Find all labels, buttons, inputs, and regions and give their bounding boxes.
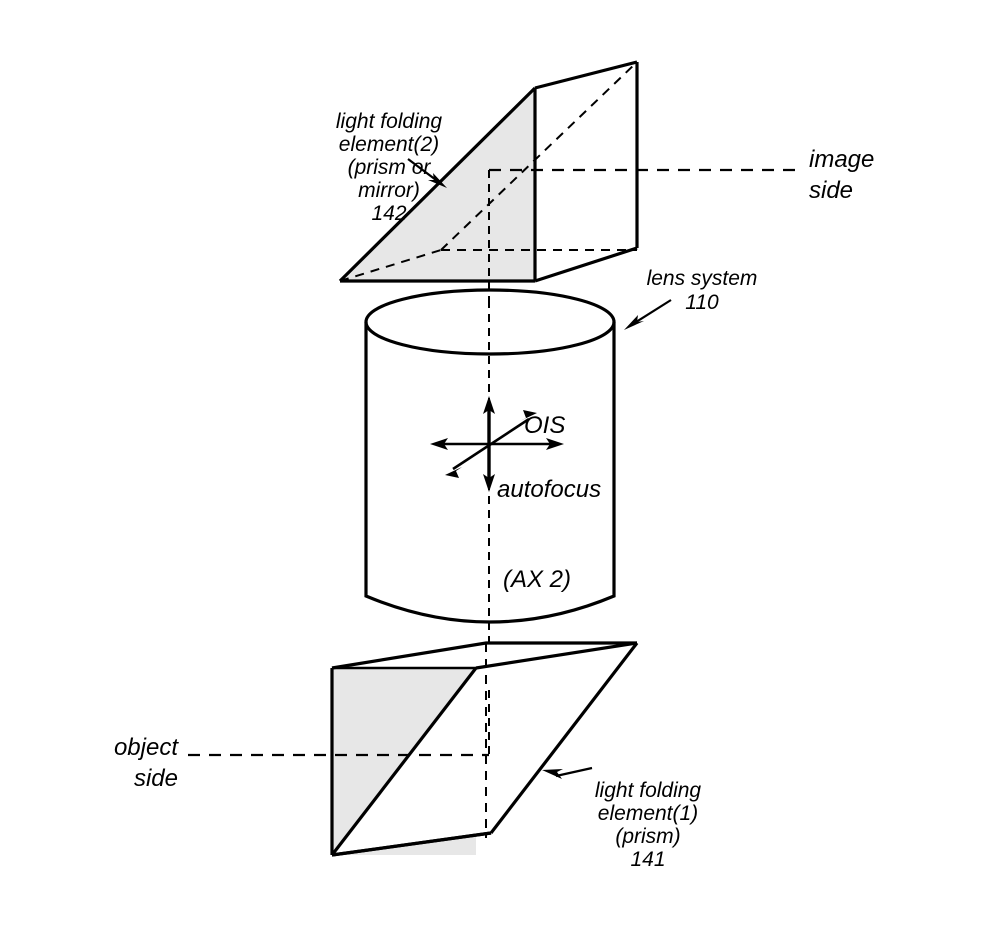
upper-prism-hypotenuse [338,86,537,283]
ois-autofocus-arrows: OIS autofocus [430,396,601,503]
ois-arrowhead-upper-right [520,410,537,421]
lens-system-label-group: lens system 110 [624,267,757,330]
upper-element-label-line4: mirror) [358,179,420,202]
upper-element-label-ref: 142 [371,202,406,225]
lens-system-label-line1: lens system [647,267,758,290]
lower-prism-right-slant-edge [489,642,639,834]
ois-arrowhead-right [546,438,564,450]
lower-prism-diagonal [330,667,478,856]
lens-system-leader-line [632,299,672,325]
axis-label-ax2: (AX 2) [503,566,571,593]
ois-label: OIS [524,412,565,439]
upper-element-label-group: light folding element(2) (prism or mirro… [336,110,447,225]
cylinder-top-ellipse [364,288,616,356]
ois-arrowhead-lower-left [445,467,462,478]
lower-element-label-line3: (prism) [615,825,680,848]
upper-element-label-line1: light folding [336,110,443,133]
object-side-label-line1: object [114,734,179,761]
lower-prism-top-right-edge [475,641,638,670]
object-side-label-group: object side [114,734,179,792]
object-side-axis-group [188,690,490,757]
image-side-label-group: image side [809,146,874,204]
lower-prism-bottom-right-edge [331,831,492,857]
lower-prism-right-face [332,643,637,855]
upper-element-leader-arrowhead [428,173,447,188]
lens-system-leader-arrowhead [624,315,644,330]
ois-arrowhead-left [430,438,448,450]
lower-prism-group [330,641,639,857]
lower-element-label-group: light folding element(1) (prism) 141 [542,766,702,871]
autofocus-label: autofocus [497,476,601,503]
image-side-label-line1: image [809,146,874,173]
cylinder-body [364,322,616,624]
lower-prism-top-face [332,643,637,668]
ois-diagonal-arrow-shaft [452,417,530,471]
lens-system-group [364,288,616,624]
lower-element-leader-arrowhead [542,769,563,779]
lower-element-label-line1: light folding [595,779,702,802]
image-side-axis-group [488,168,795,300]
upper-prism-hidden-diagonal [440,61,638,251]
lens-system-label-ref: 110 [685,291,719,314]
lower-element-label-line2: element(1) [598,802,698,825]
upper-prism-top-edge [534,60,638,90]
upper-prism-right-face [535,62,637,281]
upper-prism-lower-right-edge [534,246,638,283]
lower-element-leader-line [555,766,593,778]
lower-element-label-ref: 141 [630,848,665,871]
upper-element-label-line2: element(2) [339,133,439,156]
upper-prism-group [338,60,639,283]
autofocus-arrowhead-down [483,474,495,492]
upper-prism-hidden-back-bottom [339,249,442,282]
autofocus-arrowhead-up [483,396,495,414]
object-side-label-line2: side [134,765,178,792]
image-side-label-line2: side [809,177,853,204]
